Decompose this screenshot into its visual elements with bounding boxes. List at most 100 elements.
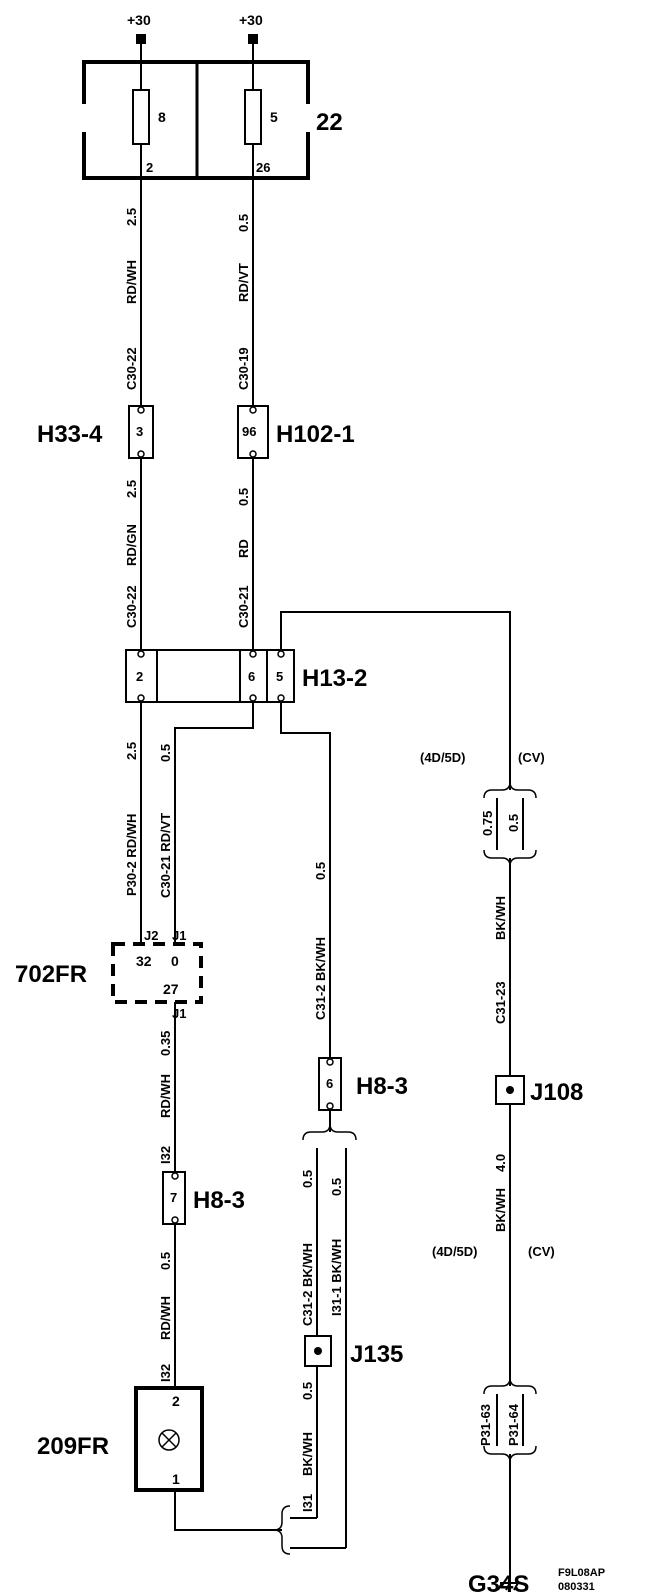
connector-h8-3-lower bbox=[162, 1171, 186, 1225]
wire-w1-circuit: C30-22 bbox=[124, 347, 139, 390]
wire-w2-size: 0.5 bbox=[236, 214, 251, 232]
split-bracket bbox=[302, 1123, 357, 1141]
module-702fr bbox=[111, 942, 203, 1004]
wire-w17-size: 0.5 bbox=[300, 1382, 315, 1400]
connector-h33-4 bbox=[128, 405, 154, 459]
wire-w11-size: 4.0 bbox=[493, 1154, 508, 1172]
splice-j108-label: J108 bbox=[530, 1079, 583, 1106]
connector-h13-pin-6: 6 bbox=[248, 669, 255, 684]
splice-j135-label: J135 bbox=[350, 1341, 403, 1368]
ground-label: G34S bbox=[468, 1571, 529, 1596]
wire-w12-circuit: P31-63 bbox=[478, 1404, 493, 1446]
splice-j135-dot bbox=[314, 1347, 322, 1355]
module-pin-27: 27 bbox=[163, 981, 179, 997]
supply-terminal-right bbox=[248, 34, 258, 44]
wire-w2-color: RD/VT bbox=[236, 263, 251, 302]
wire-w14-circuit: I32 bbox=[158, 1364, 173, 1382]
wire-w15-circuit-color: C31-2 BK/WH bbox=[300, 1243, 315, 1326]
variant-size-left: 0.75 bbox=[480, 811, 495, 836]
connector-h33-label: H33-4 bbox=[37, 421, 103, 448]
wire-w17-circuit: I31 bbox=[300, 1494, 315, 1512]
connector-h8a-label: H8-3 bbox=[356, 1073, 408, 1100]
wire-w14-color: RD/WH bbox=[158, 1296, 173, 1340]
wire-w4-circuit: C30-21 bbox=[236, 585, 251, 628]
ground-icon bbox=[497, 1582, 520, 1591]
wire-w10-circuit: I32 bbox=[158, 1146, 173, 1164]
lamp-label: 209FR bbox=[37, 1433, 109, 1460]
supply-label-left: +30 bbox=[127, 12, 151, 28]
module-pin-j2: J2 bbox=[144, 928, 158, 943]
fuse-box bbox=[82, 44, 310, 180]
module-pin-32: 32 bbox=[136, 953, 152, 969]
fuse-box-id: 22 bbox=[316, 109, 343, 136]
fuse-5 bbox=[244, 89, 262, 145]
connector-h33-pin: 3 bbox=[136, 424, 143, 439]
wire-w4-color: RD bbox=[236, 539, 251, 558]
wires bbox=[140, 178, 511, 1583]
bottom-bracket bbox=[273, 1505, 291, 1555]
wire-w1-size: 2.5 bbox=[124, 208, 139, 226]
wire-w1-color: RD/WH bbox=[124, 260, 139, 304]
connector-h102-1 bbox=[237, 405, 269, 459]
variant-right-label: (CV) bbox=[518, 750, 545, 765]
module-pin-j1b: J1 bbox=[172, 1006, 186, 1021]
wire-w15-size: 0.5 bbox=[300, 1170, 315, 1188]
variant-bracket-bottom2 bbox=[483, 1445, 537, 1463]
wire-w13-circuit: P31-64 bbox=[506, 1403, 521, 1446]
wire-w6-size: 0.5 bbox=[158, 744, 173, 762]
fuse-right-number: 5 bbox=[270, 109, 278, 125]
connector-h13-label: H13-2 bbox=[302, 665, 367, 692]
ref-line-2: 080331 bbox=[558, 1581, 595, 1593]
wire-w7-circuit-color: C31-2 BK/WH bbox=[313, 937, 328, 1020]
module-pin-0: 0 bbox=[171, 953, 179, 969]
connector-h8b-pin: 7 bbox=[170, 1190, 177, 1205]
wire-w11-color: BK/WH bbox=[493, 1188, 508, 1232]
fuse-left-number: 8 bbox=[158, 109, 166, 125]
variant-right2-label: (CV) bbox=[528, 1244, 555, 1259]
splice-j135 bbox=[304, 1335, 332, 1367]
fuse-right-pin: 26 bbox=[256, 160, 270, 175]
wire-w6-circuit-color: C30-21 RD/VT bbox=[158, 813, 173, 898]
wire-w8-color: BK/WH bbox=[493, 896, 508, 940]
connector-h8b-label: H8-3 bbox=[193, 1187, 245, 1214]
module-pin-j1: J1 bbox=[172, 928, 186, 943]
connector-h8-3-upper bbox=[318, 1057, 342, 1111]
wire-w3-circuit: C30-22 bbox=[124, 585, 139, 628]
connector-h13-pin-2: 2 bbox=[136, 669, 143, 684]
supply-terminal-left bbox=[136, 34, 146, 44]
wire-w14-size: 0.5 bbox=[158, 1252, 173, 1270]
lamp-pin-bottom: 1 bbox=[172, 1471, 180, 1487]
wire-w7-size: 0.5 bbox=[313, 862, 328, 880]
connector-h102-label: H102-1 bbox=[276, 421, 355, 448]
wire-w9-size: 0.35 bbox=[158, 1031, 173, 1056]
connector-h13-pin-5: 5 bbox=[276, 669, 283, 684]
wire-w16-circuit-color: I31-1 BK/WH bbox=[329, 1239, 344, 1316]
ref-line-1: F9L08AP bbox=[558, 1567, 605, 1579]
lamp-pin-top: 2 bbox=[172, 1393, 180, 1409]
variant-left2-label: (4D/5D) bbox=[432, 1244, 478, 1259]
module-label: 702FR bbox=[15, 961, 87, 988]
variant-size-right: 0.5 bbox=[506, 814, 521, 832]
fuse-8 bbox=[132, 89, 150, 145]
variant-bracket-top bbox=[483, 781, 537, 799]
wire-w3-color: RD/GN bbox=[124, 524, 139, 566]
variant-bracket-bottom bbox=[483, 849, 537, 867]
connector-h13-2 bbox=[125, 649, 295, 703]
wire-w3-size: 2.5 bbox=[124, 480, 139, 498]
wire-w8-circuit: C31-23 bbox=[493, 981, 508, 1024]
splice-j108-dot bbox=[506, 1086, 514, 1094]
fuse-left-pin: 2 bbox=[146, 160, 153, 175]
wire-w5-size: 2.5 bbox=[124, 742, 139, 760]
wire-w4-size: 0.5 bbox=[236, 488, 251, 506]
wire-w2-circuit: C30-19 bbox=[236, 347, 251, 390]
variant-left-label: (4D/5D) bbox=[420, 750, 466, 765]
connector-h8a-pin: 6 bbox=[326, 1076, 333, 1091]
wire-w9-color: RD/WH bbox=[158, 1074, 173, 1118]
connector-h102-pin: 96 bbox=[242, 424, 256, 439]
wire-w16-size: 0.5 bbox=[329, 1178, 344, 1196]
variant-bracket-top2 bbox=[483, 1377, 537, 1395]
wire-w17-color: BK/WH bbox=[300, 1432, 315, 1476]
wire-w5-circuit-color: P30-2 RD/WH bbox=[124, 814, 139, 896]
